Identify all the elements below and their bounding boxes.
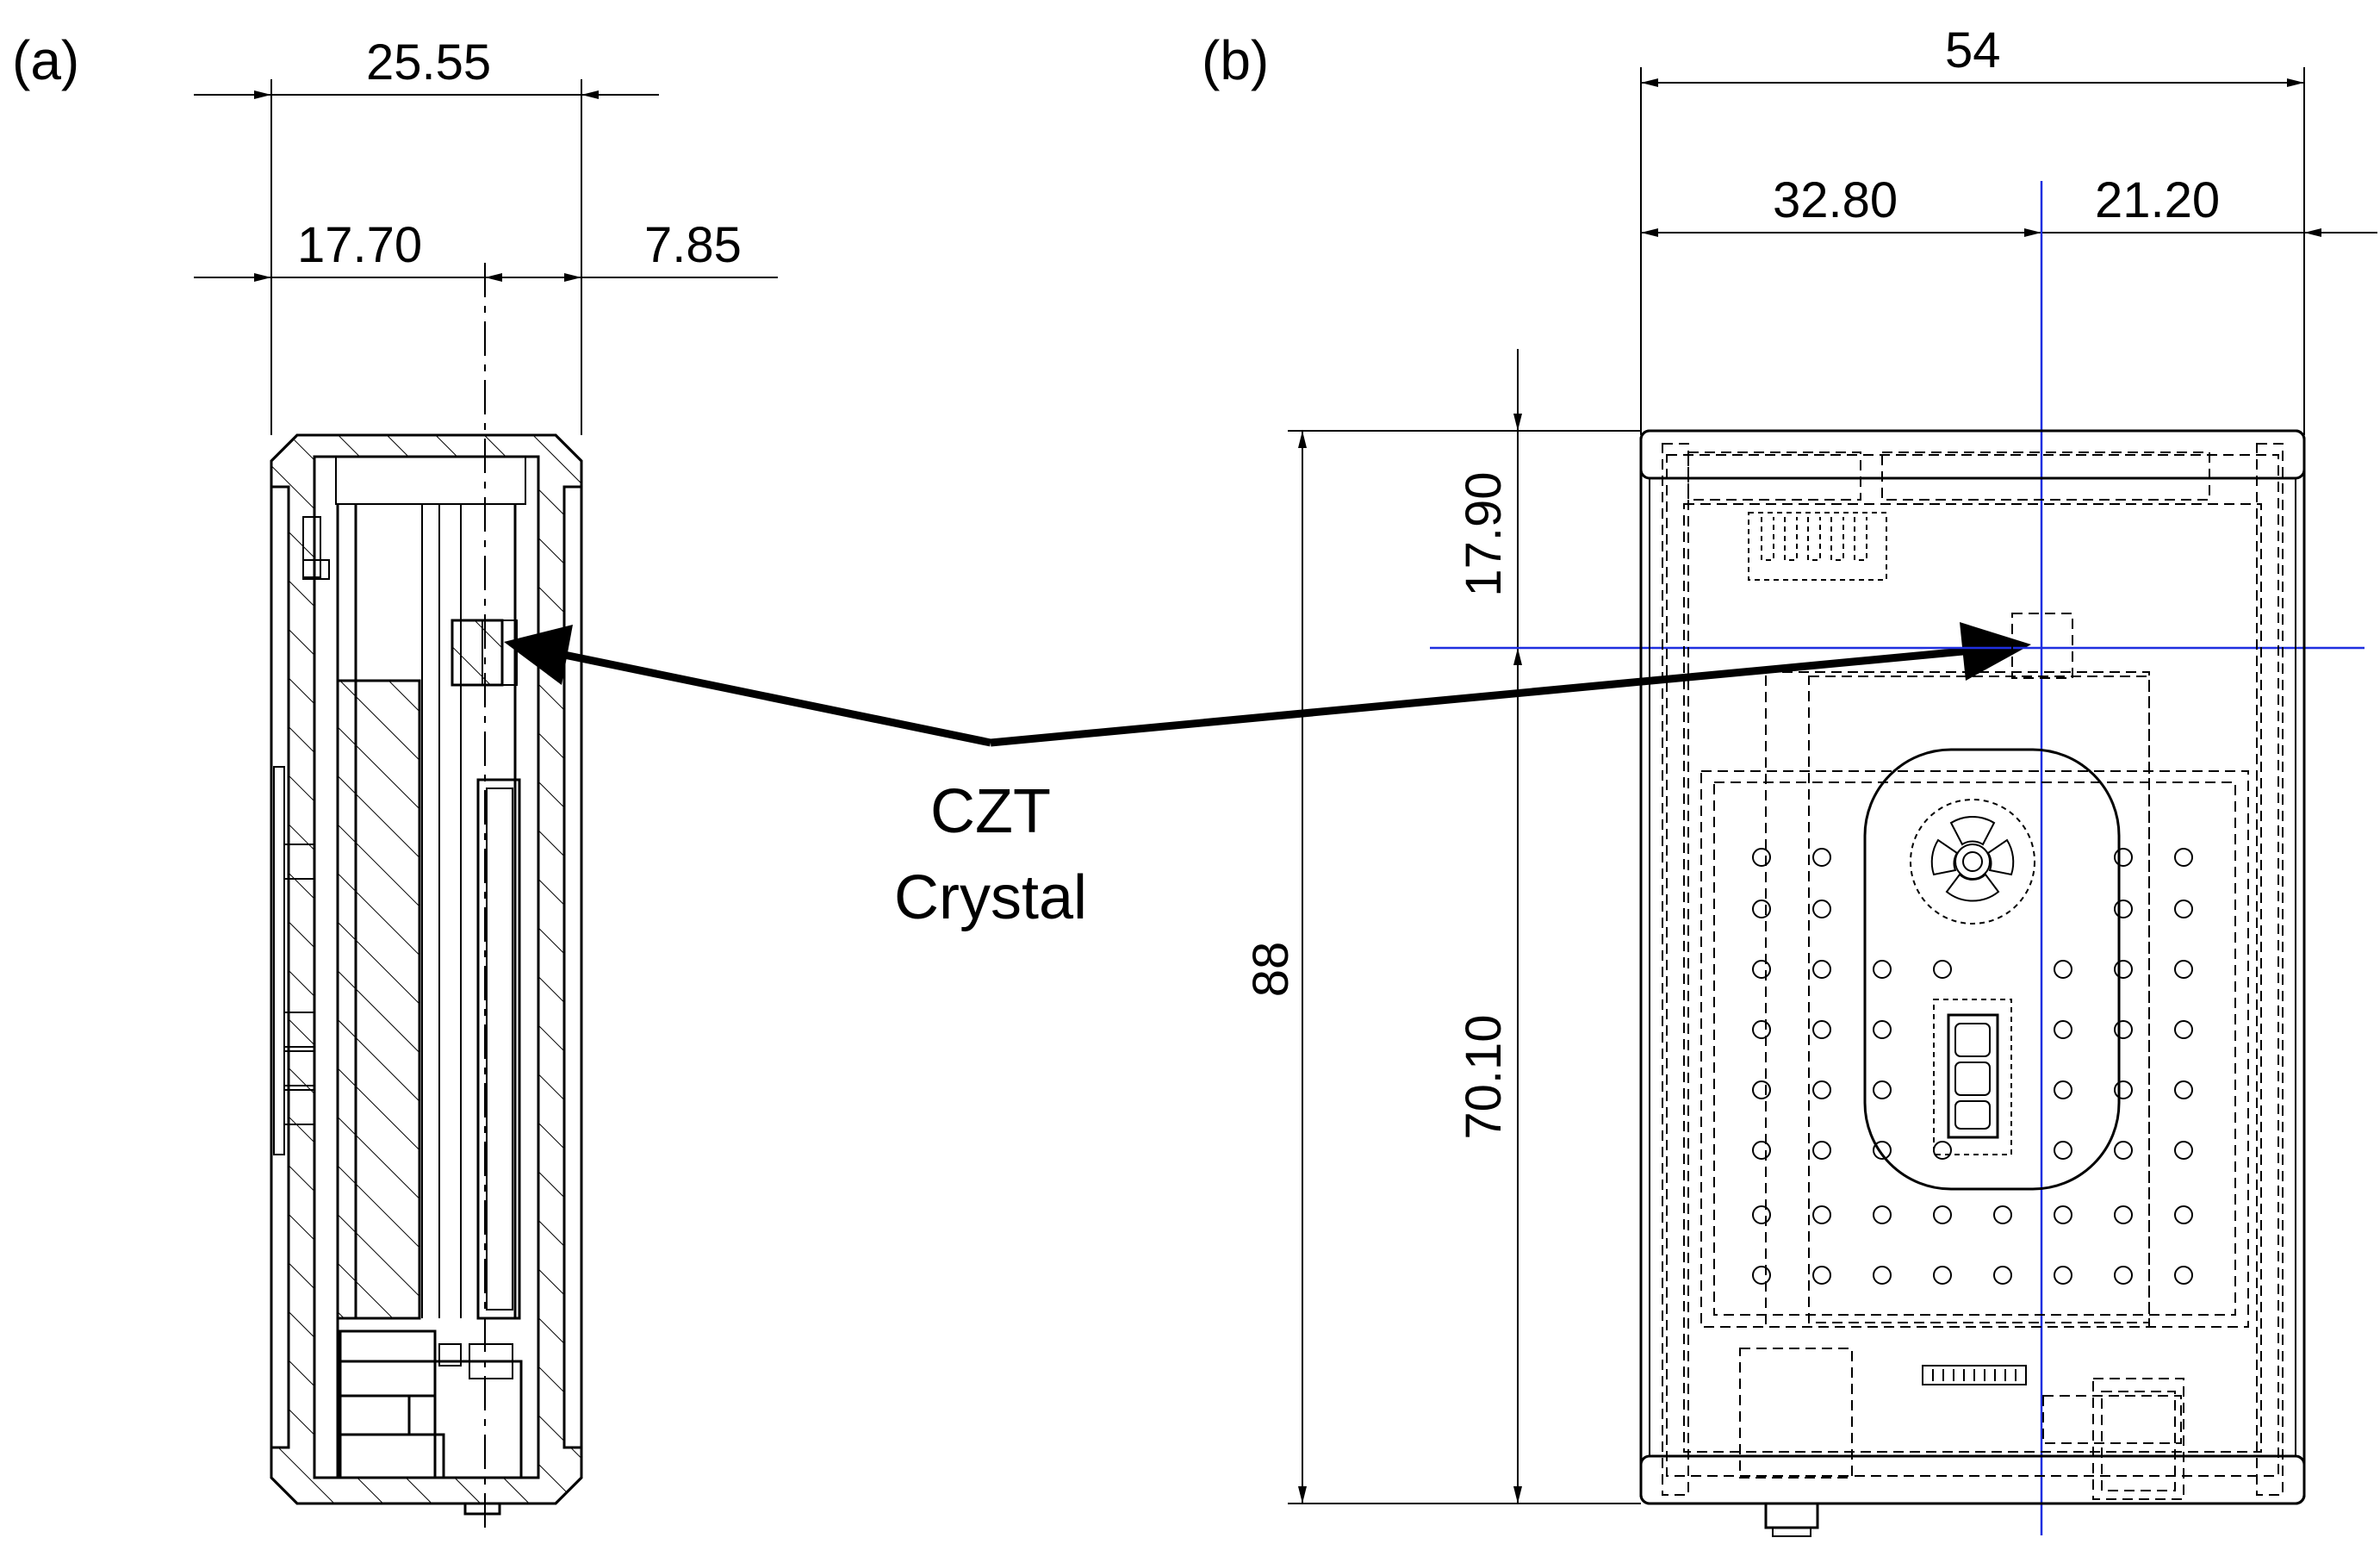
pin-hole [2114,848,2133,867]
pin-hole [1812,1205,1831,1224]
pin-hole [1873,960,1892,979]
pin-hole [1873,1141,1892,1160]
dim-side-left: 17.70 [297,217,422,273]
pin-hole [1752,1141,1771,1160]
pin-hole [1812,848,1831,867]
callout-arrow-right [990,646,1973,747]
pin-hole [2114,1141,2133,1160]
pin-hole [1873,1266,1892,1285]
pin-hole [2174,1205,2193,1224]
callout-label-line2: Crystal [894,863,1087,932]
radiation-symbol [1910,799,2035,925]
pin-hole [2114,900,2133,918]
callout-label-line1: CZT [930,777,1051,846]
pin-hole [1752,1080,1771,1099]
pin-hole [2054,1020,2072,1039]
pin-hole [2054,1141,2072,1160]
dim-front-top: 17.90 [1456,471,1512,596]
dim-front-width: 54 [1945,22,2001,78]
pin-hole [1933,1141,1952,1160]
dim-front-bottom: 70.10 [1456,1014,1512,1139]
pin-hole [2054,960,2072,979]
bottom-connector [2092,1378,2184,1500]
pin-hole [1752,900,1771,918]
pin-hole [2174,1020,2193,1039]
pin-hole [1752,1205,1771,1224]
front-housing-outline [1639,429,2306,1505]
pin-hole [1812,960,1831,979]
pin-hole [1993,1266,2012,1285]
pin-hole [1812,900,1831,918]
pin-grid-window [1873,960,2072,1160]
pin-hole [1752,848,1771,867]
side-pcb-slab [336,679,421,1320]
pin-hole [2174,960,2193,979]
pin-hole [2174,1141,2193,1160]
pin-hole [1993,1205,2012,1224]
pin-hole [2174,1080,2193,1099]
pin-hole [1812,1020,1831,1039]
dim-front-right: 21.20 [2095,172,2220,228]
pin-hole [2114,1266,2133,1285]
pin-hole [1873,1205,1892,1224]
side-crystal [451,619,504,687]
side-housing-wall [270,433,583,1505]
pin-hole [1752,1020,1771,1039]
pin-hole [1873,1020,1892,1039]
pin-hole [1812,1141,1831,1160]
side-housing-outline [270,433,583,1505]
front-crystal [2011,613,2073,679]
pin-hole [2114,1205,2133,1224]
dim-side-total: 25.55 [366,34,491,90]
pin-hole [1752,960,1771,979]
crystal-callout: CZT Crystal [504,622,2031,932]
pin-hole [1812,1266,1831,1285]
panel-label-b: (b) [1202,29,1269,91]
side-view: 25.55 17.70 7.85 [194,34,778,1534]
pin-hole [1933,1205,1952,1224]
panel-label-a: (a) [12,29,79,91]
window-frame [1863,748,2121,1191]
pin-hole [2054,1205,2072,1224]
pin-hole [2174,900,2193,918]
pin-hole [1933,1266,1952,1285]
dim-side-right: 7.85 [644,217,742,273]
pin-grid [1752,848,2193,1285]
pin-hole [2114,960,2133,979]
pin-hole [1933,960,1952,979]
pin-hole [1873,1080,1892,1099]
pin-hole [2114,1080,2133,1099]
pin-hole [2174,1266,2193,1285]
pin-hole [2174,848,2193,867]
callout-arrow-left [563,651,991,747]
front-view: 54 32.80 21.20 88 17.90 70.10 [1243,22,2377,1537]
pin-hole [1752,1266,1771,1285]
sensor-component [1933,999,2012,1155]
pin-hole [2054,1080,2072,1099]
dim-front-left: 32.80 [1773,172,1898,228]
pin-hole [2054,1266,2072,1285]
top-connector [1748,512,1887,581]
pin-hole [2114,1020,2133,1039]
pin-hole [1812,1080,1831,1099]
bottom-header [1922,1365,2027,1385]
dim-front-height: 88 [1243,942,1299,998]
